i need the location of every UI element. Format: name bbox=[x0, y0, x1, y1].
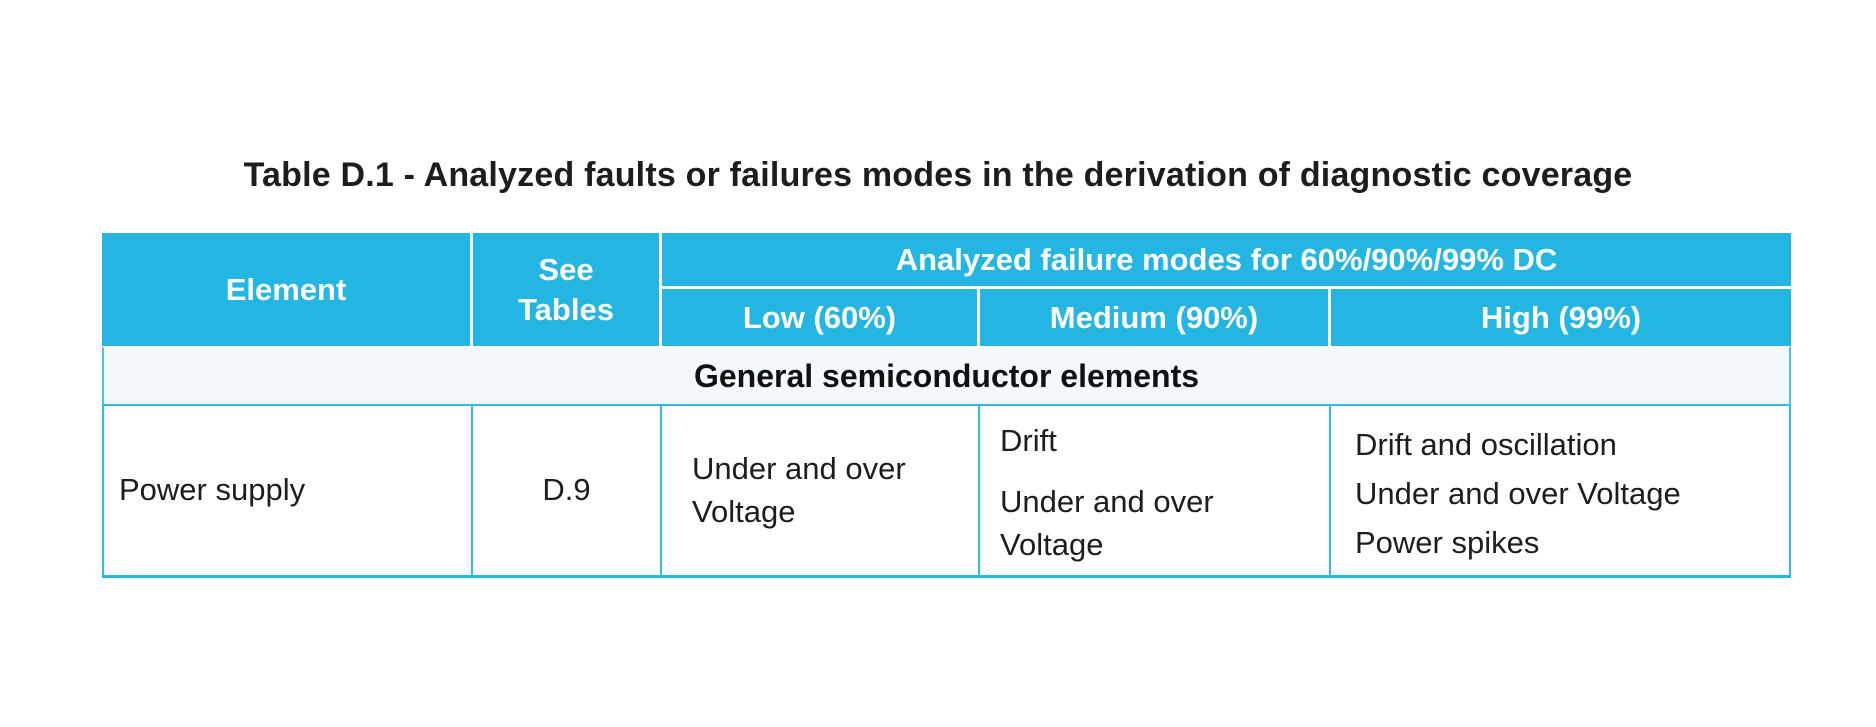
cell-line: Drift and oscillation bbox=[1355, 427, 1617, 463]
cell-see-tables: D.9 bbox=[473, 406, 662, 578]
cell-line: Under and over Voltage bbox=[692, 450, 906, 529]
header-high-99: High (99%) bbox=[1331, 289, 1791, 346]
cell-line: Under and over Voltage bbox=[1355, 476, 1681, 512]
header-element: Element bbox=[102, 233, 473, 346]
table-title: Table D.1 - Analyzed faults or failures … bbox=[243, 156, 1633, 194]
cell-low-failure-modes: Under and over Voltage bbox=[662, 406, 980, 578]
cell-medium-failure-modes: Drift Under and over Voltage bbox=[980, 406, 1331, 578]
cell-line: Power supply bbox=[119, 472, 306, 508]
cell-line: Under and over Voltage bbox=[1000, 484, 1214, 562]
header-low-60: Low (60%) bbox=[662, 289, 980, 346]
header-analyzed-failure-modes-group: Analyzed failure modes for 60%/90%/99% D… bbox=[662, 233, 1791, 289]
header-medium-90: Medium (90%) bbox=[980, 289, 1331, 346]
table-d1: Element See Tables Analyzed failure mode… bbox=[102, 233, 1791, 578]
header-see-tables-line2: Tables bbox=[518, 291, 614, 327]
cell-line: D.9 bbox=[542, 472, 591, 508]
header-see-tables-line1: See bbox=[538, 251, 594, 287]
header-see-tables: See Tables bbox=[473, 233, 662, 346]
section-row-general-semiconductor-elements: General semiconductor elements bbox=[102, 346, 1791, 406]
cell-line: Power spikes bbox=[1355, 524, 1540, 560]
cell-element: Power supply bbox=[102, 406, 473, 578]
cell-high-failure-modes: Drift and oscillation Under and over Vol… bbox=[1331, 406, 1791, 578]
cell-line: Drift bbox=[1000, 423, 1057, 459]
